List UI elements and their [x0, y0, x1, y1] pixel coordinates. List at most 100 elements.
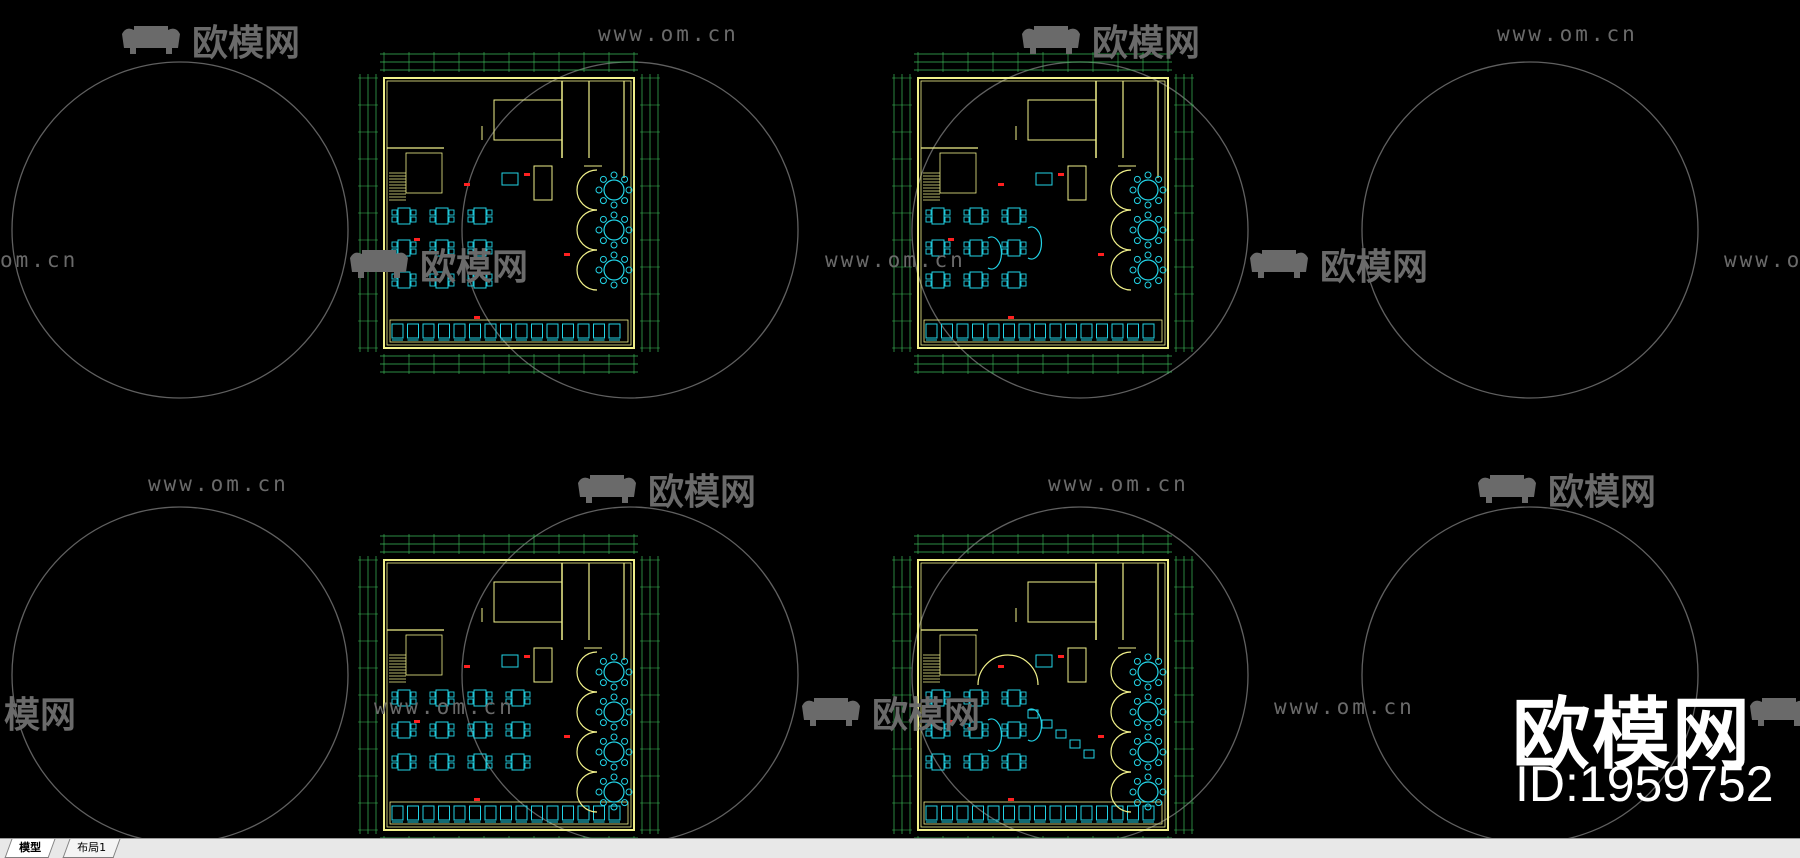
booth-seat: [1034, 805, 1046, 821]
red-marker: [474, 316, 480, 319]
chair: [486, 755, 493, 762]
chair: [599, 719, 607, 727]
chair: [486, 723, 493, 730]
chair: [1020, 730, 1027, 737]
sofa-logo-icon: [122, 26, 180, 54]
booth-seat: [1065, 805, 1077, 821]
chair: [429, 248, 436, 255]
round-table: [603, 179, 625, 201]
floor-plans-drawing[interactable]: [0, 0, 1800, 838]
bar-counter: [533, 647, 553, 683]
booth-seat: [608, 323, 621, 339]
chair: [1129, 708, 1137, 716]
booth-seat: [484, 323, 497, 339]
dining-table: [397, 721, 411, 739]
chair: [1159, 266, 1167, 274]
plan-room: [405, 634, 443, 676]
diagonal-seat: [1027, 709, 1039, 719]
sofa-logo-icon: [1478, 475, 1536, 503]
vip-room-wall: [1110, 249, 1132, 291]
chair: [1133, 759, 1141, 767]
booth-seat: [987, 805, 1000, 821]
red-marker: [564, 253, 570, 256]
chair: [963, 762, 970, 769]
plan-room: [1027, 581, 1097, 623]
chair: [1133, 215, 1141, 223]
vip-room-wall: [1110, 651, 1132, 693]
chair: [944, 730, 951, 737]
watermark-brand: 欧模网: [116, 14, 300, 66]
chair: [1001, 762, 1008, 769]
plan-inner-wall: [386, 562, 632, 828]
diagonal-seat: [1069, 739, 1081, 749]
booth-seat: [453, 805, 466, 821]
chair: [1155, 719, 1163, 727]
sofa-logo-icon: [1750, 698, 1800, 726]
dining-table: [473, 753, 487, 771]
chair: [944, 216, 951, 223]
bar-counter: [533, 165, 553, 201]
watermark-url: www.om.cn: [1497, 22, 1638, 46]
chair: [1133, 679, 1141, 687]
dining-table: [1007, 239, 1021, 257]
chair: [410, 691, 417, 698]
chair: [925, 248, 932, 255]
chair: [410, 280, 417, 287]
chair: [448, 762, 455, 769]
chair: [1133, 697, 1141, 705]
dining-table: [435, 689, 449, 707]
red-marker: [474, 798, 480, 801]
chair: [1155, 799, 1163, 807]
chair: [925, 241, 932, 248]
chair: [621, 175, 629, 183]
chair: [429, 241, 436, 248]
chair: [1133, 237, 1141, 245]
chair: [1133, 799, 1141, 807]
dining-table: [435, 721, 449, 739]
chair: [963, 280, 970, 287]
chair: [1133, 255, 1141, 263]
chair: [448, 280, 455, 287]
chair: [467, 730, 474, 737]
dining-table: [931, 271, 945, 289]
chair: [599, 277, 607, 285]
cad-model-space[interactable]: [0, 0, 1800, 838]
booth-seat: [1111, 323, 1124, 339]
chair: [1020, 755, 1027, 762]
booth-bench: [923, 319, 1163, 343]
chair: [599, 799, 607, 807]
chair: [467, 280, 474, 287]
chair: [391, 723, 398, 730]
chair: [1144, 683, 1152, 691]
tab-layout1[interactable]: 布局1: [62, 839, 121, 858]
tab-model[interactable]: 模型: [4, 839, 56, 858]
chair: [1129, 668, 1137, 676]
chair: [1155, 777, 1163, 785]
chair: [505, 691, 512, 698]
dining-table: [969, 721, 983, 739]
chair: [982, 755, 989, 762]
chair: [505, 762, 512, 769]
chair: [1155, 737, 1163, 745]
chair: [486, 248, 493, 255]
chair: [429, 755, 436, 762]
booth-seat: [469, 323, 481, 339]
booth-seat: [391, 323, 404, 339]
chair: [944, 248, 951, 255]
booth-seat: [1003, 323, 1015, 339]
chair: [925, 273, 932, 280]
round-table: [1137, 179, 1159, 201]
chair: [1133, 737, 1141, 745]
chair: [429, 723, 436, 730]
sofa-logo-icon: [578, 475, 636, 503]
chair: [410, 248, 417, 255]
curved-booth: [987, 236, 1003, 270]
chair: [1144, 773, 1152, 781]
chair: [1129, 186, 1137, 194]
chair: [963, 209, 970, 216]
chair: [595, 668, 603, 676]
watermark-brand: 模网: [4, 695, 77, 736]
chair: [410, 730, 417, 737]
chair: [621, 215, 629, 223]
chair: [467, 723, 474, 730]
